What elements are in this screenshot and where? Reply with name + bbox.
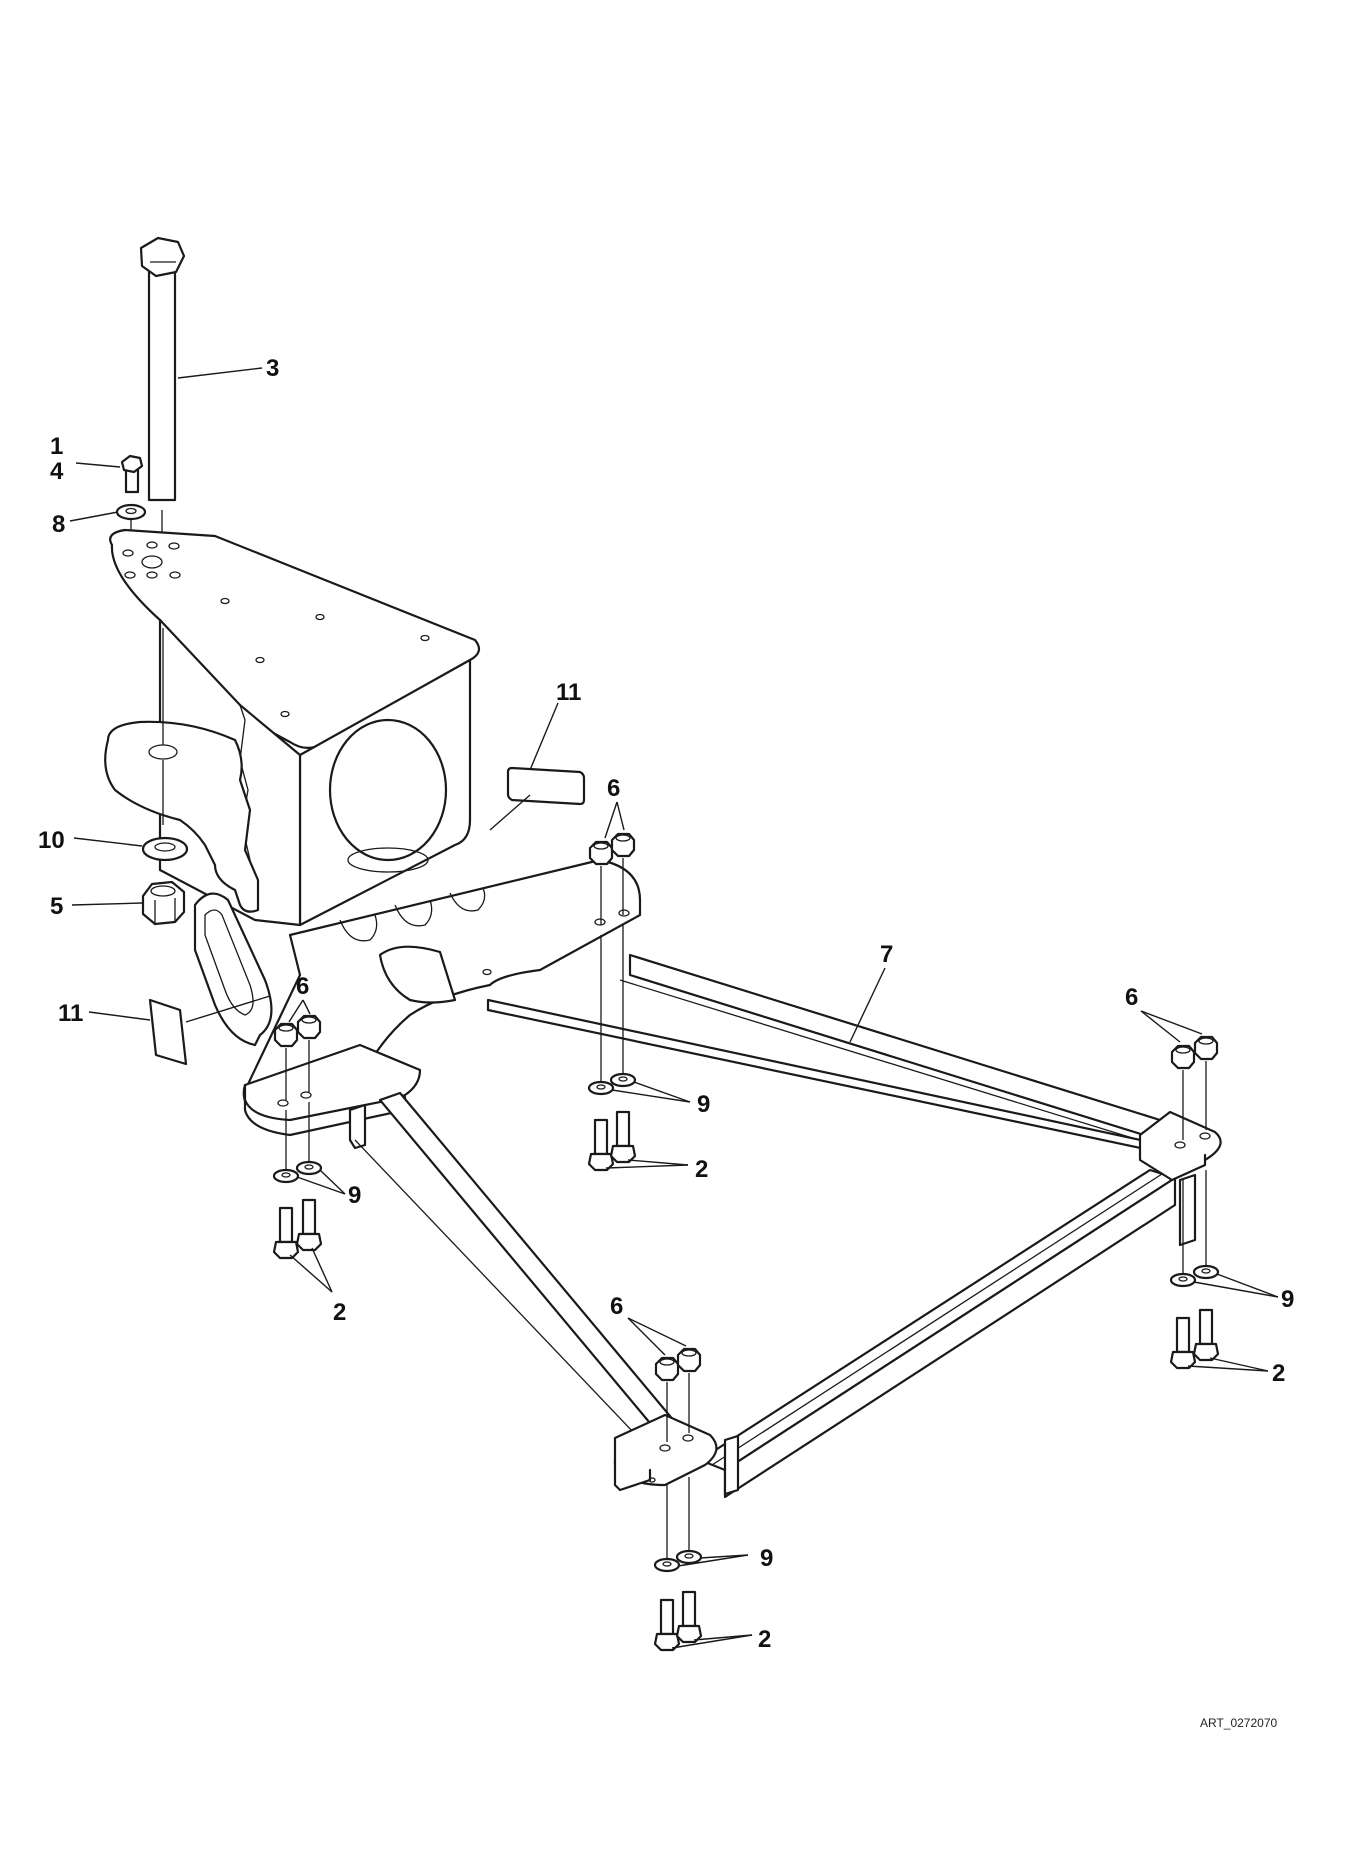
leader-lines xyxy=(69,367,1279,1649)
mounting-bracket xyxy=(104,528,642,1150)
callout-2-center: 2 xyxy=(695,1156,708,1183)
callout-9-foot: 9 xyxy=(760,1545,773,1572)
pivot-bolt xyxy=(139,236,186,555)
callout-6-left: 6 xyxy=(296,973,309,1000)
callout-1: 1 xyxy=(50,433,63,460)
callout-10: 10 xyxy=(38,827,65,854)
callout-2-foot: 2 xyxy=(758,1626,771,1653)
hardware-set-b xyxy=(587,832,637,1172)
callout-3: 3 xyxy=(266,355,279,382)
callout-labels: 3 1 4 8 11 6 10 5 7 6 11 6 9 2 9 2 9 6 2… xyxy=(38,355,1294,1653)
callout-9-right: 9 xyxy=(1281,1286,1294,1313)
hardware-set-a xyxy=(272,1014,323,1260)
callout-7: 7 xyxy=(880,941,893,968)
callout-5: 5 xyxy=(50,893,63,920)
callout-4: 4 xyxy=(50,458,64,485)
callout-11-upper: 11 xyxy=(556,679,581,706)
callout-6-center: 6 xyxy=(607,775,620,802)
decal-upper xyxy=(506,766,586,806)
callout-8: 8 xyxy=(52,511,65,538)
callout-9-center: 9 xyxy=(697,1091,710,1118)
callout-6-foot: 6 xyxy=(610,1293,623,1320)
callout-9-left: 9 xyxy=(348,1182,361,1209)
callout-11-lower: 11 xyxy=(58,1000,83,1027)
callout-6-right: 6 xyxy=(1125,984,1138,1011)
hardware-set-c xyxy=(1169,1035,1220,1370)
spacer-washer xyxy=(141,836,189,862)
a-frame xyxy=(354,953,1222,1499)
callout-2-left: 2 xyxy=(333,1299,346,1326)
art-id: ART_0272070 xyxy=(1200,1716,1278,1730)
small-bolt xyxy=(120,454,144,494)
pivot-nut xyxy=(141,880,186,926)
hardware-set-d xyxy=(653,1347,703,1652)
callout-2-right: 2 xyxy=(1272,1360,1285,1387)
decal-lower xyxy=(148,998,188,1066)
